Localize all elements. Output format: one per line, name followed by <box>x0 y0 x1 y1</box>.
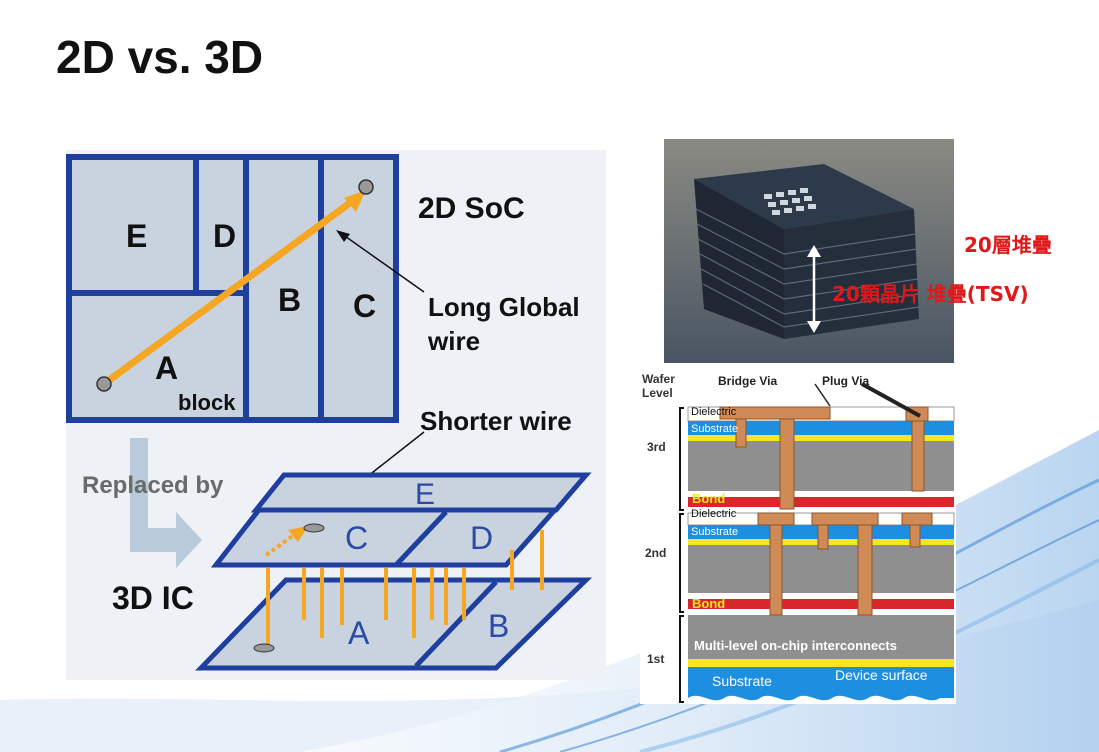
3dic-e-label: E <box>415 478 436 511</box>
bottom-substrate-label: Substrate <box>712 673 772 689</box>
substrate-3rd-label: Substrate <box>691 423 739 435</box>
replaced-by-arrow <box>130 438 202 568</box>
3dic-d-label: D <box>470 520 494 556</box>
block-e-label: E <box>126 218 148 254</box>
soc-2d-label: 2D SoC <box>418 192 525 225</box>
replaced-by-label: Replaced by <box>82 472 224 499</box>
wire-endpoint-a <box>96 376 112 392</box>
wafer-level-line1: Wafer <box>642 372 675 386</box>
block-a-label: A <box>155 350 179 386</box>
chips-label: 20顆晶片 堆疊(TSV) <box>832 282 1029 306</box>
long-global-wire <box>101 194 361 387</box>
level-2nd-label: 2nd <box>645 546 667 560</box>
plug-via-label: Plug Via <box>822 374 870 388</box>
long-wire-label-line1: Long Global <box>428 292 580 322</box>
block-d-label: D <box>213 218 237 254</box>
block-a-sublabel: block <box>178 390 236 415</box>
slide-title: 2D vs. 3D <box>56 31 264 83</box>
long-wire-label-line2: wire <box>428 326 481 356</box>
level-1st-label: 1st <box>647 652 665 666</box>
bond-upper-label: Bond <box>692 491 726 506</box>
wafer-stack-cross-section <box>640 372 956 704</box>
3dic-a-label: A <box>348 615 370 651</box>
bridge-via-label: Bridge Via <box>718 374 778 388</box>
wafer-level-line2: Level <box>642 386 673 400</box>
block-b-label: B <box>278 282 302 318</box>
3dic-label: 3D IC <box>112 580 194 616</box>
3dic-c-label: C <box>345 520 369 556</box>
level-3rd-label: 3rd <box>647 440 666 454</box>
interconnects-label: Multi-level on-chip interconnects <box>694 638 897 653</box>
shorter-wire-label: Shorter wire <box>420 406 572 436</box>
block-c-label: C <box>353 288 377 324</box>
dielectric-2nd-label: Dielectric <box>691 508 737 520</box>
dielectric-3rd-label: Dielectric <box>691 406 737 418</box>
substrate-2nd-label: Substrate <box>691 526 739 538</box>
device-surface-label: Device surface <box>835 667 928 683</box>
soc-vs-3dic-diagram <box>66 150 606 680</box>
stacked-chip-photo <box>664 139 954 363</box>
layers-label: 20層堆疊 <box>964 233 1052 257</box>
3dic-bottom-layer <box>195 577 593 671</box>
3dic-b-label: B <box>488 608 510 644</box>
bond-lower-label: Bond <box>692 596 726 611</box>
wire-endpoint-c <box>358 179 374 195</box>
